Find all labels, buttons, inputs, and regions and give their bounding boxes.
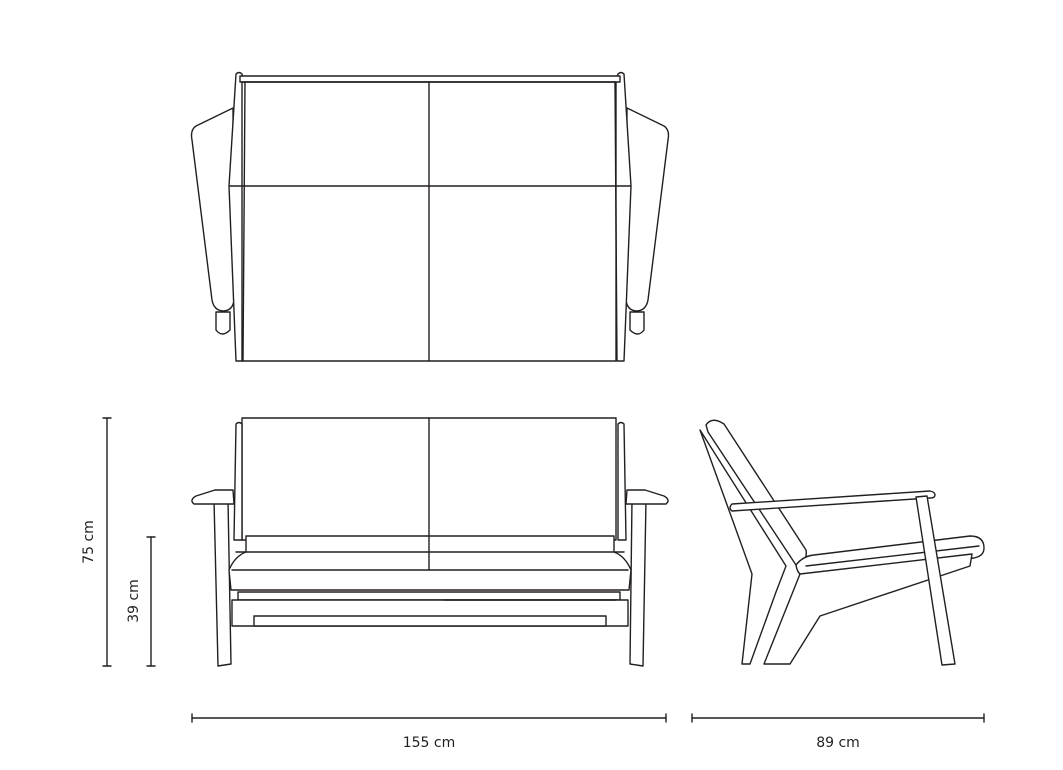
seat-height-label: 39 cm xyxy=(126,579,142,623)
front-view-left-armrest xyxy=(191,489,235,505)
front-view-right-leg xyxy=(629,499,647,667)
top-view-right-frame xyxy=(614,71,632,362)
side-view-front-leg xyxy=(915,495,956,666)
front-view-seat-cushion xyxy=(228,535,632,591)
side-view-rear-frame xyxy=(699,429,787,665)
side-view xyxy=(699,419,985,666)
side-view-armrest xyxy=(729,490,936,512)
side-view-front-frame xyxy=(763,553,973,665)
front-view xyxy=(191,417,669,667)
top-view xyxy=(190,71,670,362)
top-view-left-arm-end xyxy=(215,311,231,335)
top-view-right-arm xyxy=(625,107,670,312)
top-view-left-arm xyxy=(190,107,235,312)
top-view-back-rail xyxy=(239,75,621,83)
height-total-label: 75 cm xyxy=(81,520,97,564)
width-label: 155 cm xyxy=(403,735,456,751)
front-view-seat-rail xyxy=(237,591,621,601)
front-view-right-armrest xyxy=(625,489,669,505)
front-view-left-leg xyxy=(213,499,232,667)
side-view-seat-seam xyxy=(805,545,980,567)
top-view-right-arm-end xyxy=(629,311,645,335)
front-view-left-upright xyxy=(233,421,243,541)
dimension-lines: 75 cm 39 cm 155 cm 89 cm xyxy=(81,417,985,751)
front-view-right-upright xyxy=(617,421,627,541)
depth-label: 89 cm xyxy=(816,735,860,751)
front-view-stretcher-inner xyxy=(253,615,607,627)
top-view-left-frame xyxy=(228,71,246,362)
